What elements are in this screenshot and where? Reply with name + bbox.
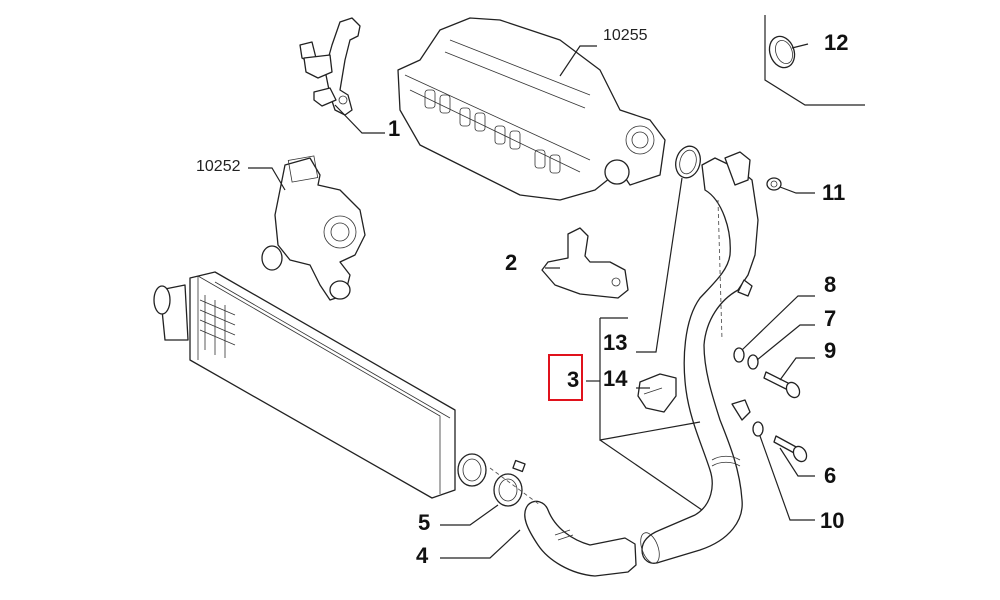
bracket-part: [541, 227, 629, 299]
callout-8[interactable]: 8: [824, 272, 837, 297]
callout-9[interactable]: 9: [824, 338, 837, 363]
callout-7[interactable]: 7: [824, 306, 837, 331]
intercooler-part: [153, 271, 487, 499]
callout-3[interactable]: 3: [567, 367, 580, 392]
hose-clamp-part: [493, 459, 526, 507]
clamp-12-part: [768, 35, 796, 69]
leader-5: [440, 504, 499, 526]
callout-14[interactable]: 14: [603, 366, 628, 391]
callout-1[interactable]: 1: [388, 116, 401, 141]
leader-10: [759, 435, 815, 521]
bolt-6-part: [773, 435, 808, 463]
callout-12[interactable]: 12: [824, 30, 849, 55]
washer-8-part: [733, 347, 745, 363]
leader-11: [779, 186, 815, 194]
callout-10[interactable]: 10: [820, 508, 845, 533]
kit-frame-12: [764, 15, 865, 106]
sensor-part: [637, 373, 677, 413]
callout-4[interactable]: 4: [416, 543, 429, 568]
leader-4: [440, 529, 521, 559]
reference-10255[interactable]: 10255: [603, 27, 648, 44]
intake-manifold-part: [397, 17, 666, 201]
o-ring-part: [675, 145, 701, 179]
callout-6[interactable]: 6: [824, 463, 837, 488]
bracket-sensor-part: [299, 17, 361, 116]
callout-2[interactable]: 2: [505, 250, 518, 275]
bolt-9-part: [763, 371, 801, 399]
callout-5[interactable]: 5: [418, 510, 431, 535]
leader-13: [636, 177, 683, 353]
leader-9: [779, 357, 815, 381]
washer-7-part: [747, 354, 759, 370]
callout-13[interactable]: 13: [603, 330, 628, 355]
leader-10252: [248, 167, 286, 191]
washer-10-part: [752, 421, 764, 437]
nut-part: [766, 177, 782, 191]
highlight-box-3: [548, 354, 583, 401]
leader-12: [791, 43, 809, 49]
charge-air-pipe-part: [640, 151, 759, 564]
hose-part: [524, 500, 637, 577]
leader-6: [779, 447, 815, 477]
leader-10255: [559, 45, 597, 77]
callout-11[interactable]: 11: [822, 180, 846, 205]
group-bracket-3: [599, 317, 703, 511]
turbocharger-part: [261, 155, 366, 301]
leader-1: [334, 104, 385, 134]
leader-7: [756, 324, 815, 361]
leader-8: [741, 295, 815, 351]
reference-10252[interactable]: 10252: [196, 158, 241, 175]
